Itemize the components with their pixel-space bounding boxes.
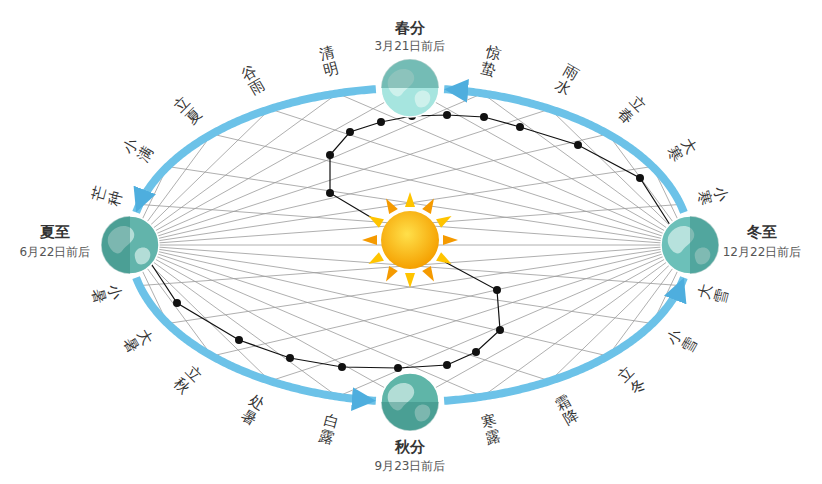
term-name: 夏至	[40, 223, 70, 242]
earth-globe	[380, 58, 440, 118]
globe-disc	[381, 59, 439, 117]
term-date: 9月23日前后	[375, 458, 446, 475]
sun-ray	[436, 212, 454, 228]
earth-node: 夏至6月22日前后	[100, 215, 160, 275]
sun-ray	[436, 252, 454, 268]
solar-term-label: 立夏	[171, 93, 205, 127]
path-dot	[443, 361, 451, 369]
term-name: 秋分	[395, 438, 425, 457]
sun-ray	[382, 196, 398, 214]
globe-land	[415, 90, 431, 107]
orbit-arrow	[136, 89, 376, 212]
term-name: 冬至	[747, 223, 777, 242]
orbit-arrow	[444, 89, 684, 212]
term-name: 春分	[395, 19, 425, 38]
earth-globe	[660, 215, 720, 275]
path-dot	[480, 113, 488, 121]
solar-term-label: 谷雨	[238, 62, 267, 98]
solar-term-label: 小暑	[89, 283, 125, 306]
path-dot	[346, 128, 354, 136]
solar-term-label: 白露	[317, 412, 340, 448]
sun-ray	[366, 252, 384, 268]
path-dot	[173, 299, 181, 307]
solar-term-label: 大雪	[695, 283, 731, 306]
solar-term-label: 寒露	[480, 412, 503, 448]
solar-term-label: 立冬	[615, 363, 649, 397]
globe-land	[135, 247, 151, 264]
term-date: 12月22日前后	[723, 244, 802, 261]
globe-disc	[101, 216, 159, 274]
globe-night-side	[381, 402, 439, 431]
solar-term-label: 小满	[120, 135, 156, 164]
sight-lines	[130, 88, 690, 402]
sun-ray	[362, 235, 377, 245]
solar-term-label: 小寒	[695, 184, 731, 207]
sun-ray	[405, 192, 415, 207]
sun-path-dots	[173, 111, 644, 372]
path-dot	[286, 354, 294, 362]
sun-ray	[422, 266, 438, 284]
path-dot	[235, 336, 243, 344]
path-dot	[394, 364, 402, 372]
path-dot	[377, 118, 385, 126]
solar-term-label: 立春	[615, 93, 649, 127]
solar-term-label: 处暑	[238, 392, 267, 428]
solar-term-label: 立秋	[171, 363, 205, 397]
path-dot	[326, 189, 334, 197]
sun-ray	[366, 212, 384, 228]
path-dot	[443, 111, 451, 119]
earth-globe	[100, 215, 160, 275]
solar-term-label: 清明	[317, 43, 340, 79]
path-dot	[574, 141, 582, 149]
globe-disc	[381, 373, 439, 431]
solar-term-label: 大寒	[664, 135, 700, 164]
globe-night-side	[101, 216, 130, 274]
solar-term-label: 惊蛰	[480, 43, 503, 79]
sun-ray	[422, 196, 438, 214]
sun-ray	[443, 235, 458, 245]
term-date: 3月21日前后	[375, 38, 446, 55]
path-dot	[636, 174, 644, 182]
sun-disc	[381, 211, 439, 269]
path-dot	[472, 348, 480, 356]
solar-term-label: 霜降	[552, 392, 581, 428]
sun-ray	[382, 266, 398, 284]
earth-node: 冬至12月22日前后	[660, 215, 720, 275]
sun-path-line	[330, 115, 672, 228]
earth-globe	[380, 372, 440, 432]
path-dot	[326, 151, 334, 159]
orbit-arrow	[444, 278, 684, 401]
globe-night-side	[381, 59, 439, 88]
path-dot	[493, 286, 501, 294]
sun	[362, 192, 458, 288]
solar-term-label: 小雪	[664, 326, 700, 355]
solar-term-label: 雨水	[552, 62, 581, 98]
orbit-arrow	[136, 278, 376, 401]
path-dot	[338, 363, 346, 371]
earth-node: 春分3月21日前后	[380, 58, 440, 118]
path-dot	[516, 123, 524, 131]
solar-term-label: 芒种	[89, 184, 125, 207]
path-dot	[496, 326, 504, 334]
globe-night-side	[690, 216, 719, 274]
term-date: 6月22日前后	[20, 244, 91, 261]
earth-node: 秋分9月23日前后	[380, 372, 440, 432]
sun-ray	[405, 273, 415, 288]
globe-disc	[661, 216, 719, 274]
solar-term-label: 大暑	[120, 326, 156, 355]
